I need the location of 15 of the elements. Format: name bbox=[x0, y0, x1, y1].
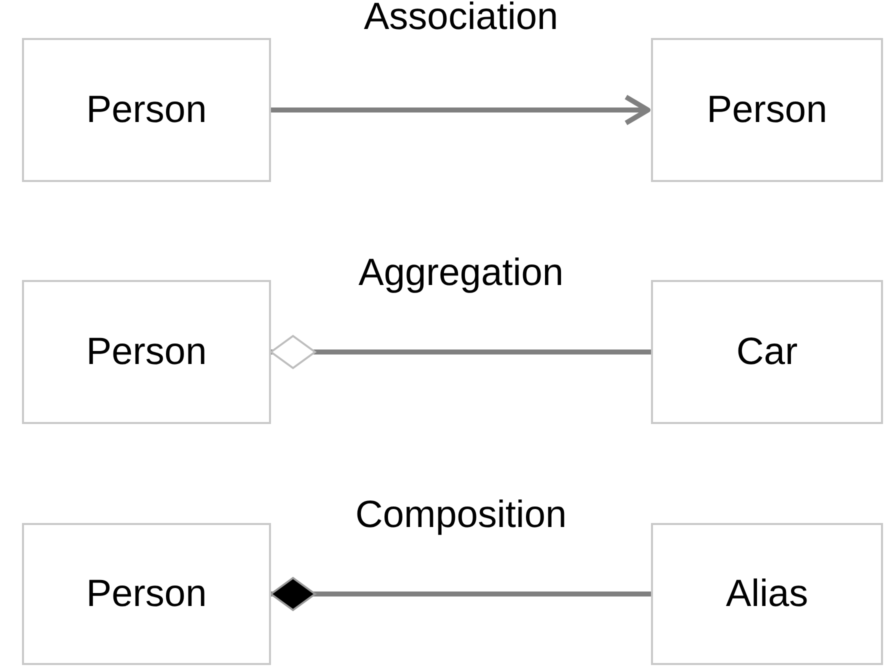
class-name: Person bbox=[86, 88, 207, 132]
connector-line bbox=[271, 94, 650, 126]
class-box bbox=[22, 280, 271, 424]
connector-line bbox=[270, 335, 651, 369]
class-name: Person bbox=[86, 572, 207, 616]
class-name: Person bbox=[86, 330, 207, 374]
class-box bbox=[22, 38, 271, 182]
class-name: Person bbox=[706, 88, 828, 132]
class-name: Car bbox=[736, 330, 798, 374]
class-name: Alias bbox=[726, 572, 808, 616]
class-box bbox=[22, 523, 271, 665]
class-box bbox=[651, 523, 883, 665]
class-box bbox=[651, 38, 883, 182]
class-box bbox=[651, 280, 883, 424]
connector-line bbox=[270, 577, 651, 611]
